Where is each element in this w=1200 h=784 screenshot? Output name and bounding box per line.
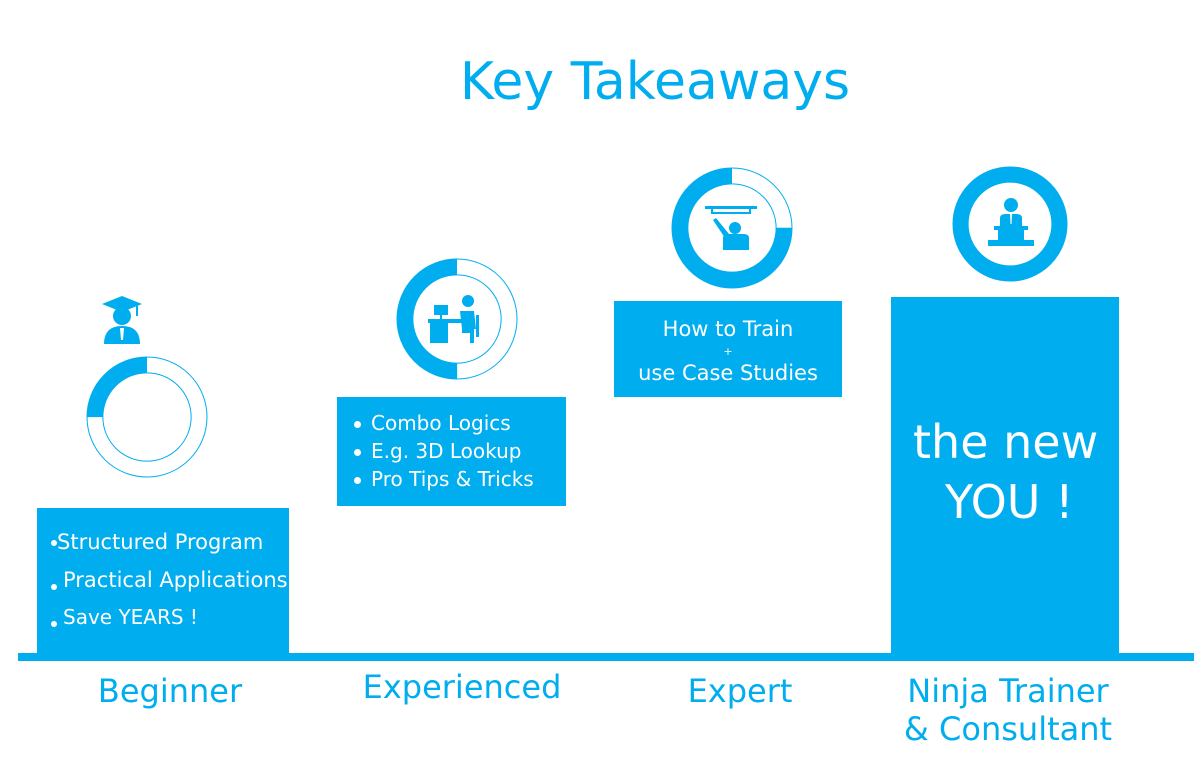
list-item: E.g. 3D Lookup	[354, 439, 522, 463]
desk-worker-icon	[428, 293, 484, 345]
progress-ring-beginner	[86, 356, 208, 478]
level-label-expert: Expert	[687, 672, 793, 710]
ring-progress-arc	[672, 168, 792, 288]
expert-box-line-1: How to Train	[662, 317, 794, 341]
level-label-ninja-line-1: Ninja Trainer	[907, 672, 1109, 710]
progress-ring-ninja	[952, 166, 1068, 282]
ninja-info-box: the new YOU !	[891, 297, 1119, 657]
ninja-box-line-2: YOU !	[945, 475, 1074, 529]
level-label-experienced: Experienced	[362, 668, 562, 706]
ring-progress-arc	[397, 259, 517, 379]
ring-track-inner	[102, 372, 192, 462]
ninja-box-line-1: the new	[913, 415, 1099, 469]
page-title: Key Takeaways	[459, 52, 851, 112]
list-item: Pro Tips & Tricks	[354, 467, 534, 491]
timeline-baseline	[18, 653, 1194, 661]
ring-progress-arc	[953, 167, 1067, 281]
level-label-ninja-line-2: & Consultant	[903, 710, 1113, 748]
progress-ring-experienced	[396, 258, 518, 380]
level-label-beginner: Beginner	[97, 672, 243, 710]
expert-info-box: How to Train + use Case Studies	[614, 301, 842, 397]
list-item: Practical Applications	[51, 568, 288, 592]
progress-ring-expert	[671, 167, 793, 289]
podium-speaker-icon	[986, 196, 1036, 248]
graduate-icon	[100, 294, 144, 346]
ring-progress-arc	[87, 357, 207, 477]
expert-box-plus: +	[723, 345, 733, 358]
list-item: Save YEARS !	[51, 605, 198, 629]
beginner-info-box: Structured Program Practical Application…	[37, 508, 289, 654]
list-item: Structured Program	[51, 530, 263, 554]
expert-box-line-2: use Case Studies	[638, 361, 818, 385]
experienced-info-box: Combo Logics E.g. 3D Lookup Pro Tips & T…	[337, 397, 566, 506]
whiteboard-presenter-icon	[703, 202, 759, 252]
list-item: Combo Logics	[354, 411, 511, 435]
